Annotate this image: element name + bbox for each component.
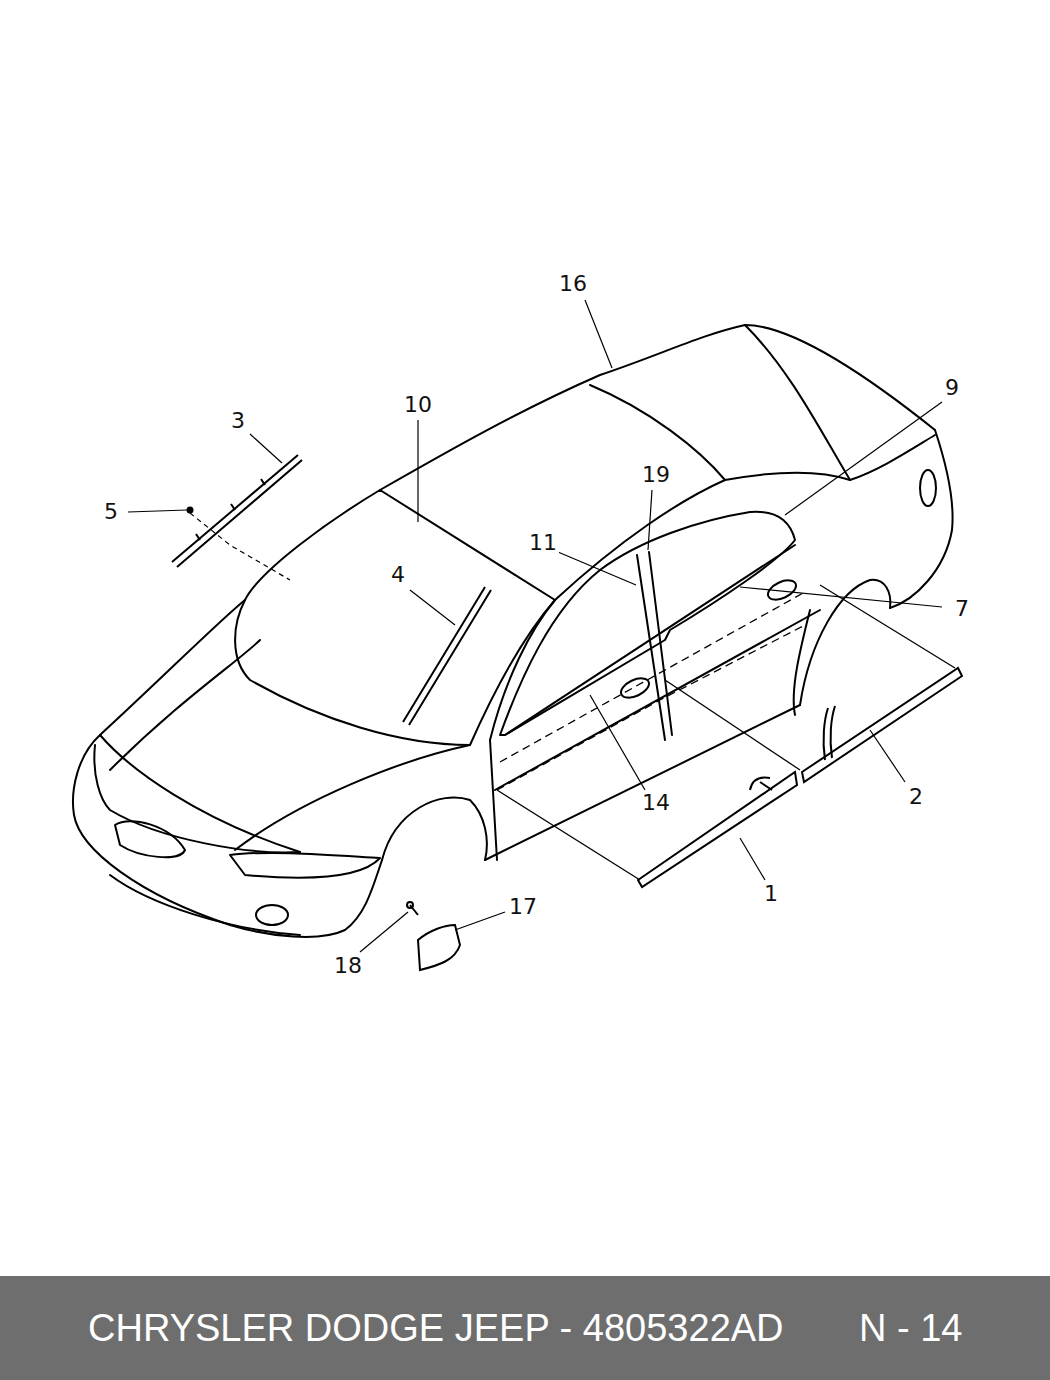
callout-number: 17 bbox=[507, 895, 539, 919]
callout-number: 16 bbox=[557, 272, 589, 296]
page-reference: N - 14 bbox=[859, 1309, 962, 1347]
callout-number: 3 bbox=[229, 409, 247, 433]
callout-number: 10 bbox=[402, 393, 434, 417]
projection-lines bbox=[497, 585, 955, 880]
callout-number: 7 bbox=[953, 597, 971, 621]
callout-number: 2 bbox=[907, 785, 925, 809]
callout-number: 19 bbox=[640, 463, 672, 487]
part-number-caption: CHRYSLER DODGE JEEP - 4805322AD bbox=[88, 1309, 784, 1347]
footer-band: CHRYSLER DODGE JEEP - 4805322AD N - 14 bbox=[0, 1276, 1050, 1380]
callout-number: 14 bbox=[640, 791, 672, 815]
callout-number: 9 bbox=[943, 376, 961, 400]
loose-parts bbox=[172, 455, 962, 970]
callout-number: 4 bbox=[389, 563, 407, 587]
callout-number: 1 bbox=[762, 882, 780, 906]
car-body bbox=[73, 325, 953, 937]
callout-number: 18 bbox=[332, 954, 364, 978]
leader-lines bbox=[128, 300, 942, 952]
callout-number: 5 bbox=[102, 500, 120, 524]
callout-number: 11 bbox=[527, 531, 559, 555]
